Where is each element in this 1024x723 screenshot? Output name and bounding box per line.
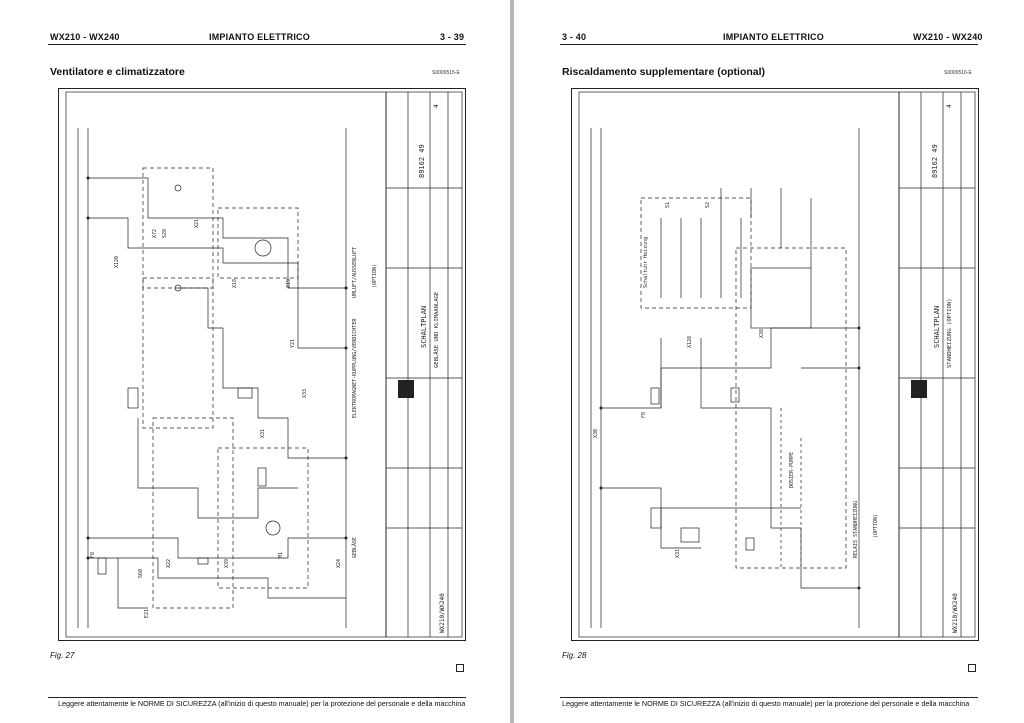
label-air-recirculation: UMLUFT/AUSSENLUFT [352, 247, 358, 298]
label-x39: X39 [224, 559, 230, 568]
diagram-title: SCHALTPLAN [933, 306, 941, 348]
label-option: (OPTION) [372, 264, 378, 288]
header-model: WX210 - WX240 [50, 32, 120, 42]
end-marker-icon [456, 664, 464, 672]
header-section: IMPIANTO ELETTRICO [209, 32, 310, 42]
label-dosing-pump: DOSIER-PUMPE [789, 452, 795, 488]
label-x22: X22 [166, 559, 172, 568]
label-x120: X120 [114, 256, 120, 268]
label-x21: X21 [194, 219, 200, 228]
label-blower: GEBLÄSE [351, 537, 358, 558]
model-number: WX210/WX240 [952, 593, 959, 633]
page-left: WX210 - WX240 IMPIANTO ELETTRICO 3 - 39 … [0, 0, 510, 723]
footer-note: Leggere attentamente le NORME DI SICUREZ… [58, 699, 466, 708]
end-marker-icon [968, 664, 976, 672]
label-s28: S28 [162, 229, 168, 238]
diagram-title: SCHALTPLAN [420, 306, 428, 348]
footer-rule [560, 697, 978, 698]
label-y21: Y21 [290, 339, 296, 348]
label-compressor-clutch: ELEKTROMAGNET-KUPPLUNG/VERDICHTER [352, 318, 358, 418]
label-s1: S1 [665, 202, 671, 208]
page-title: Riscaldamento supplementare (optional) [562, 66, 766, 78]
page-title: Ventilatore e climatizzatore [50, 66, 185, 78]
header-rule [48, 44, 466, 45]
header-page-number: 3 - 40 [562, 32, 587, 42]
label-switch-clock: Schaltuhr Heizung [643, 237, 649, 288]
diagram-subtitle: STANDHEIZUNG (OPTION) [947, 298, 953, 368]
header-rule [560, 44, 978, 45]
label-x72: X72 [152, 229, 158, 238]
footer-rule [48, 697, 466, 698]
wiring-diagram: Schaltuhr Heizung X128 X31 X38 X30 F8 DO… [571, 88, 979, 641]
label-s60: S60 [138, 569, 144, 578]
label-e21: E21 [144, 609, 150, 618]
model-number: WX210/WX240 [439, 593, 446, 633]
label-x38: X38 [759, 329, 765, 338]
label-heater-relay: RELAIS STANDHEIZUNG [853, 501, 859, 558]
label-f8: F8 [641, 412, 647, 418]
label-x19: X19 [286, 279, 292, 288]
footer-note: Leggere attentamente le NORME DI SICUREZ… [562, 699, 970, 708]
label-x31: X31 [260, 429, 266, 438]
label-x18: X18 [232, 279, 238, 288]
sheet-number: 4 [946, 104, 953, 108]
wiring-diagram: X120 X72 S28 X21 X18 X19 F8 E21 S60 X22 … [58, 88, 466, 641]
label-m1: M1 [278, 552, 284, 558]
label-x24: X24 [336, 559, 342, 568]
label-f8: F8 [90, 552, 96, 558]
document-code: S0000515-E [432, 70, 460, 76]
label-s2: S2 [705, 202, 711, 208]
label-x31: X31 [675, 549, 681, 558]
figure-caption: Fig. 28 [562, 651, 587, 660]
document-code: S0000516-E [944, 70, 972, 76]
label-option: (OPTION) [873, 514, 879, 538]
figure-caption: Fig. 27 [50, 651, 75, 660]
header-section: IMPIANTO ELETTRICO [723, 32, 824, 42]
diagram-subtitle: GEBLÄSE UND KLIMAANLAGE [433, 292, 440, 368]
label-x30: X30 [593, 429, 599, 438]
label-x33: X33 [302, 389, 308, 398]
sheet-number: 4 [433, 104, 440, 108]
label-x128: X128 [687, 336, 693, 348]
page-right: 3 - 40 IMPIANTO ELETTRICO WX210 - WX240 … [514, 0, 1024, 723]
part-number: 89162 49 [931, 144, 939, 178]
header-page-number: 3 - 39 [440, 32, 465, 42]
header-model: WX210 - WX240 [913, 32, 983, 42]
part-number: 89162 49 [418, 144, 426, 178]
